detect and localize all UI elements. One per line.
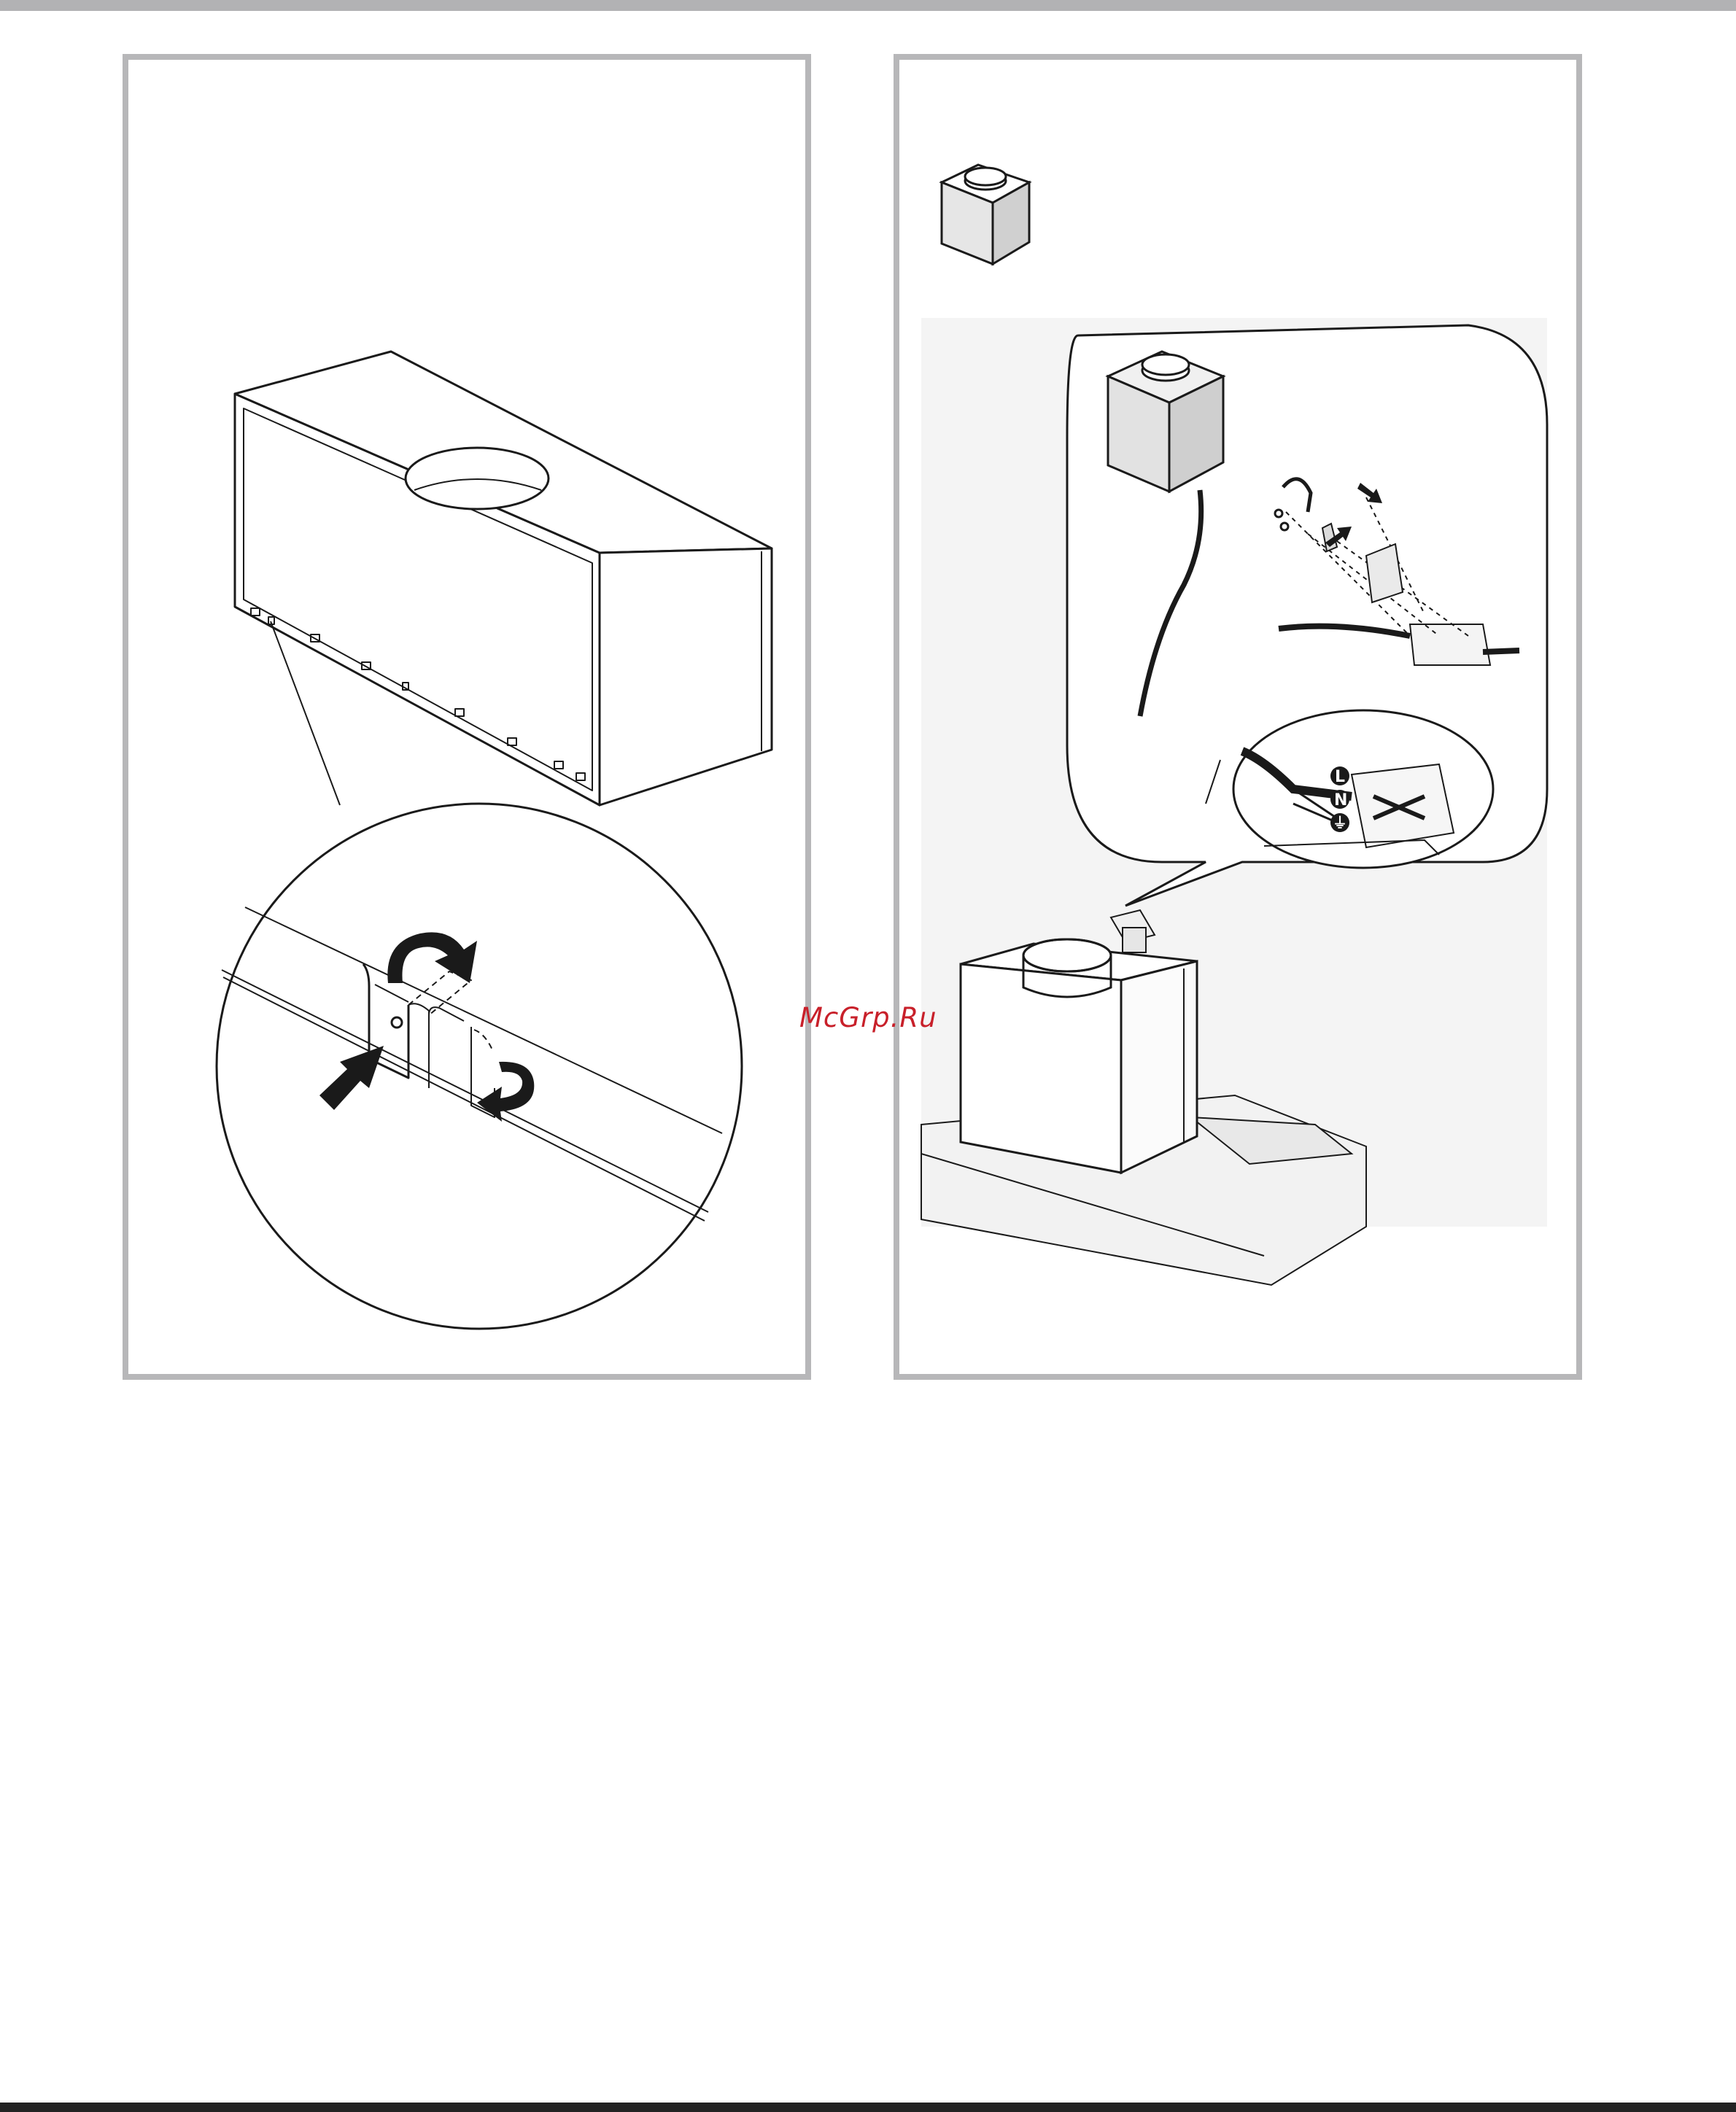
watermark-text: McGrp.Ru	[799, 1002, 937, 1033]
terminal-labels: L N ⏚	[1330, 766, 1349, 832]
motor-box-icon	[942, 165, 1029, 264]
terminal-label-l: L	[1335, 768, 1345, 786]
top-rule	[0, 0, 1736, 11]
motor-wiring-illustration: L N ⏚	[899, 60, 1576, 1374]
figure-panel-right: L N ⏚	[894, 54, 1582, 1380]
terminal-label-earth: ⏚	[1333, 814, 1347, 831]
terminal-label-n: N	[1334, 791, 1347, 810]
hood-housing-illustration	[128, 60, 805, 1374]
figure-panel-left	[123, 54, 811, 1380]
bottom-rule	[0, 2103, 1736, 2112]
